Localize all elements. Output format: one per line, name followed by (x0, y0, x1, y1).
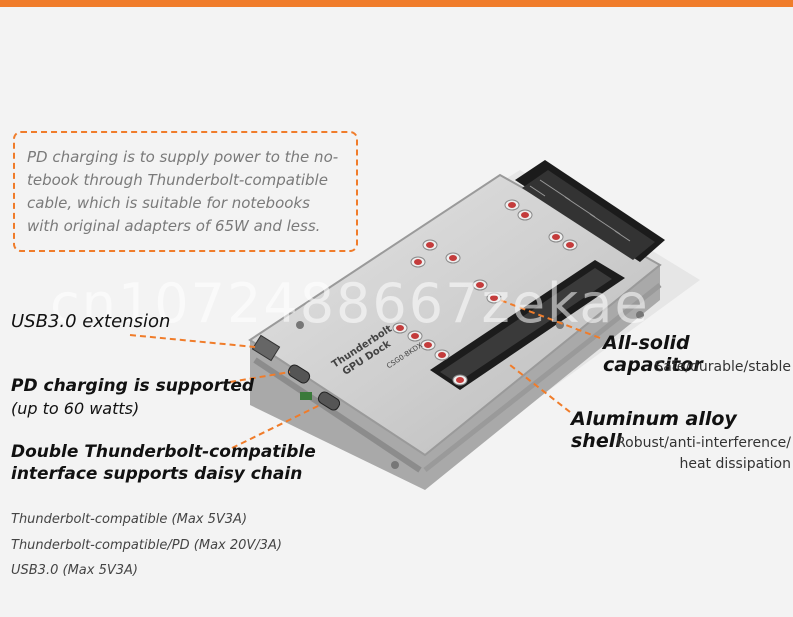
note-line: tebook through Thunderbolt-compatible (27, 171, 328, 189)
pointer-pd (229, 371, 291, 383)
spec-line: USB3.0 (Max 5V3A) (11, 563, 138, 578)
spec-line: Thunderbolt-compatible (Max 5V3A) (11, 512, 248, 527)
pointer-usb (129, 334, 256, 348)
note-line: PD charging is to supply power to the no… (27, 148, 339, 166)
shell-side (250, 265, 660, 490)
pd-charging-label: PD charging is supported (11, 376, 255, 396)
pd-charging-sub: (up to 60 watts) (11, 399, 140, 418)
shell-sub-2: heat dissipation (679, 456, 791, 472)
note-line: with original adapters of 65W and less. (27, 217, 321, 235)
top-accent-bar (0, 0, 793, 7)
shell-sub-1: Robust/anti-interference/ (616, 435, 791, 451)
watermark: cn1072488667zekae (50, 272, 650, 335)
capacitor-sub: Safe/durable/stable (654, 359, 791, 375)
shell-title: Aluminum alloy shell (571, 408, 737, 452)
daisy-chain-label-1: Double Thunderbolt-compatible (11, 442, 316, 462)
usb-extension-label: USB3.0 extension (11, 311, 171, 332)
spec-line: Thunderbolt-compatible/PD (Max 20V/3A) (11, 538, 282, 553)
note-line: cable, which is suitable for notebooks (27, 194, 310, 212)
capacitor-title: All-solid capacitor (603, 332, 703, 376)
pointer-shell (509, 364, 571, 413)
pointer-capacitor (499, 299, 601, 339)
aluminum-plate (248, 173, 662, 457)
pointer-daisy (231, 404, 321, 449)
daisy-chain-label-2: interface supports daisy chain (11, 464, 303, 484)
note-box (13, 131, 358, 252)
ports (251, 334, 341, 411)
capacitors (392, 199, 578, 386)
note-text: PD charging is to supply power to the no… (27, 146, 357, 238)
